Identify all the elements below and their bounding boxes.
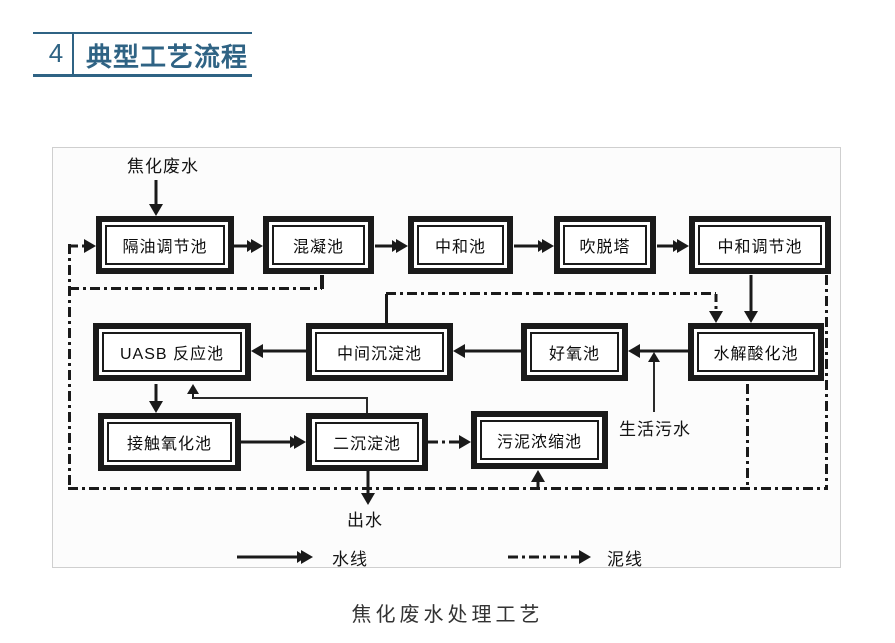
header-bottom-rule [33, 74, 252, 77]
header-top-rule [33, 32, 252, 34]
domestic-sewage-label: 生活污水 [619, 420, 691, 439]
sludge-line-bottom [68, 487, 828, 490]
sludge-line-right-vertical [825, 275, 828, 489]
header-divider-bar [72, 33, 74, 74]
node-neutralization-regulating-tank: 中和调节池 [689, 216, 831, 274]
node-uasb-reactor: UASB 反应池 [93, 323, 251, 381]
node-intermediate-settling-tank: 中间沉淀池 [306, 323, 453, 381]
process-flow-diagram: 焦化废水 隔油调节池 混凝池 中和池 吹脱塔 中和调节池 UASB 反应池 中间… [52, 147, 841, 569]
arrow-intermediate-to-uasb [251, 344, 306, 358]
arrow-recirculation-into-uasb [186, 384, 200, 399]
node-stripping-tower: 吹脱塔 [554, 216, 656, 274]
node-contact-oxidation-tank: 接触氧化池 [98, 413, 241, 471]
node-neutralization-tank: 中和池 [408, 216, 513, 274]
node-oil-separation-regulating-tank: 隔油调节池 [96, 216, 234, 274]
legend-water-line-label: 水线 [332, 550, 368, 569]
arrow-oil-to-coagulation [234, 239, 263, 253]
arrow-effluent-out [361, 471, 375, 505]
sludge-line-upper-middle [386, 292, 716, 295]
sludge-line-upper-left [69, 287, 322, 290]
node-sludge-thickening-tank: 污泥浓缩池 [471, 411, 608, 469]
sludge-arrow-into-oil-tank [68, 239, 96, 253]
node-coagulation-tank: 混凝池 [263, 216, 374, 274]
legend-sludge-line-label: 泥线 [607, 550, 643, 569]
effluent-label: 出水 [347, 511, 383, 530]
section-number: 4 [48, 38, 64, 68]
sludge-arrow-into-hydrolysis [709, 294, 723, 323]
sludge-drop-from-coagulation [320, 275, 324, 289]
recirculation-line-vertical [366, 397, 368, 413]
sludge-line-left-vertical [68, 244, 71, 490]
node-secondary-settling-tank: 二沉淀池 [306, 413, 428, 471]
arrow-source-to-oil-tank [149, 180, 163, 216]
arrow-coagulation-to-neutralization [375, 239, 408, 253]
sludge-line-hydrolysis-down [746, 384, 749, 489]
arrow-uasb-to-contact-oxidation [149, 384, 163, 413]
sewage-feed-line [653, 362, 655, 412]
sludge-riser-from-intermediate-tank [385, 294, 388, 323]
arrow-stripping-to-regulating [657, 239, 689, 253]
arrow-aerobic-to-intermediate [453, 344, 521, 358]
arrow-sewage-into-line [647, 352, 661, 366]
section-title: 典型工艺流程 [86, 42, 249, 72]
source-water-label: 焦化废水 [127, 157, 199, 176]
node-hydrolysis-acidification-tank: 水解酸化池 [688, 323, 824, 381]
recirculation-line-horizontal [193, 397, 367, 399]
arrow-neutralization-to-stripping [514, 239, 554, 253]
legend-water-line-sample [237, 550, 313, 564]
diagram-caption: 焦化废水处理工艺 [351, 604, 544, 626]
node-aerobic-tank: 好氧池 [521, 323, 628, 381]
arrow-contact-to-secondary [241, 435, 306, 449]
sludge-arrow-into-thickener [531, 470, 545, 489]
arrow-regulating-to-hydrolysis [744, 275, 758, 323]
legend-sludge-line-sample [508, 550, 591, 564]
sludge-arrow-secondary-to-thickener [428, 435, 471, 449]
arrow-hydrolysis-to-aerobic [628, 344, 688, 358]
